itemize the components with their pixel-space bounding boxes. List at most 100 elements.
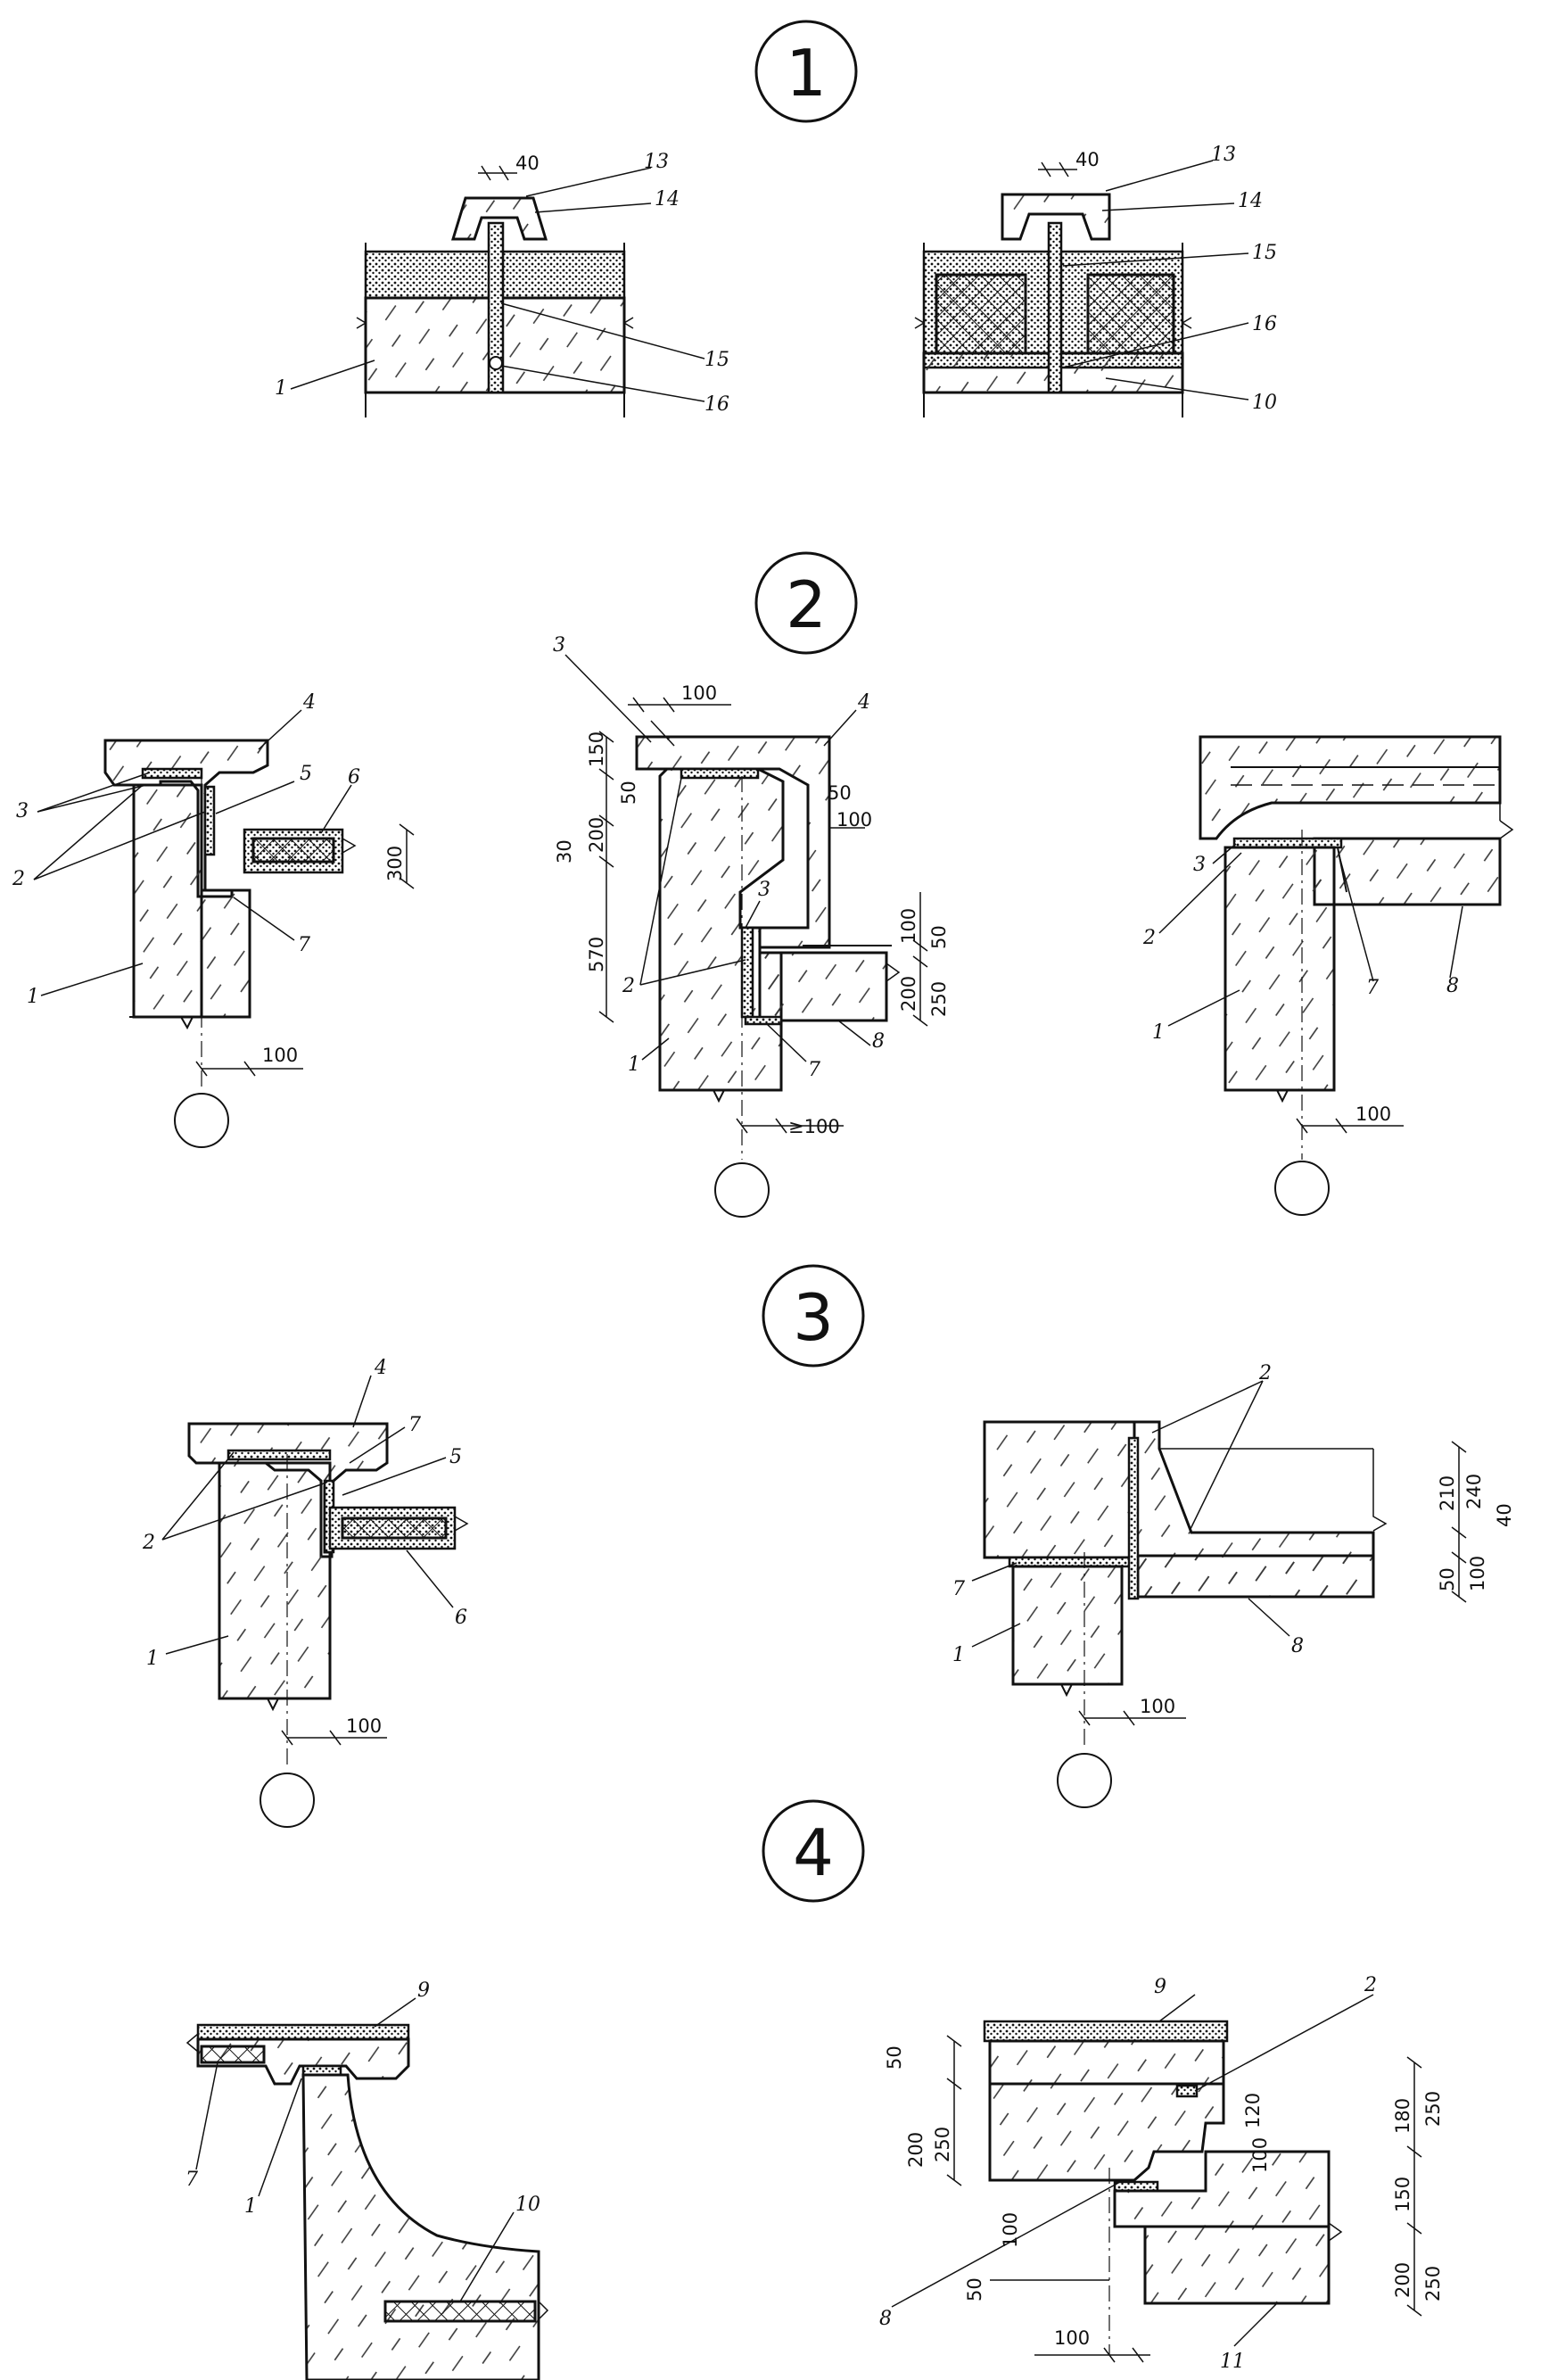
label-8: 8 xyxy=(872,1030,885,1053)
dim-40: 40 xyxy=(515,153,540,174)
label-2: 2 xyxy=(1364,1974,1377,1996)
label-3-top: 3 xyxy=(553,634,565,657)
label-8: 8 xyxy=(879,2308,892,2330)
dim-200-right: 200 xyxy=(1392,2262,1413,2298)
joint-seal xyxy=(487,221,505,394)
dim-100-right: 100 xyxy=(836,809,872,831)
label-4: 4 xyxy=(857,691,870,714)
section-3-marker: 3 xyxy=(762,1264,865,1368)
floor-slab xyxy=(758,951,888,1022)
section-3-number: 3 xyxy=(793,1280,834,1355)
label-7: 7 xyxy=(952,1578,965,1600)
mortar-bed xyxy=(680,767,760,780)
label-13: 13 xyxy=(1211,144,1236,166)
label-13: 13 xyxy=(644,151,669,173)
label-1: 1 xyxy=(1152,1021,1165,1044)
insulation-right xyxy=(1086,273,1175,355)
dim-100: 100 xyxy=(346,1715,382,1737)
dim-120: 120 xyxy=(1242,2093,1264,2128)
dim-200: 200 xyxy=(905,2132,927,2168)
detail-2-right: 100 3 2 1 7 8 xyxy=(1142,735,1514,1216)
dim-180: 180 xyxy=(1392,2098,1413,2134)
dim-50: 50 xyxy=(884,2045,905,2070)
dim-40: 40 xyxy=(1075,149,1100,170)
label-16: 16 xyxy=(704,393,729,416)
label-7: 7 xyxy=(808,1059,820,1081)
mortar-bed xyxy=(141,767,203,780)
section-4-number: 4 xyxy=(793,1815,834,1890)
label-6: 6 xyxy=(348,766,360,789)
lower-slab xyxy=(1143,2225,1331,2305)
vertical-seal xyxy=(740,926,754,1019)
dim-100: 100 xyxy=(1355,1103,1391,1125)
roof-beam xyxy=(1199,735,1502,840)
column-haunch xyxy=(301,2073,540,2380)
label-5: 5 xyxy=(449,1446,462,1468)
dim-250-side: 250 xyxy=(928,981,950,1017)
ledge xyxy=(1113,2150,1331,2228)
wall-insulation xyxy=(383,2300,537,2323)
label-1: 1 xyxy=(146,1648,159,1670)
dim-100-side: 100 xyxy=(898,908,919,944)
dim-100-vert: 100 xyxy=(1467,1556,1488,1591)
wall-inner xyxy=(132,783,203,1019)
insulation-left xyxy=(935,273,1027,355)
wall-outer xyxy=(200,888,251,1019)
mortar-bed xyxy=(227,1449,332,1461)
label-4: 4 xyxy=(374,1357,387,1379)
dim-570: 570 xyxy=(586,937,607,972)
dim-50-left: 50 xyxy=(964,2277,985,2301)
detail-4-left: 9 7 1 10 xyxy=(185,1979,549,2380)
joint-seal xyxy=(1047,221,1063,394)
dim-50: 50 xyxy=(1437,1567,1458,1591)
detail-1-left: 40 13 14 15 16 1 xyxy=(275,151,729,417)
label-11: 11 xyxy=(1220,2351,1245,2373)
label-3-mid: 3 xyxy=(758,879,770,901)
detail-2-middle: ≥100 100 150 50 200 30 570 50 100 100 50… xyxy=(553,634,950,1218)
label-7: 7 xyxy=(298,934,310,956)
section-1-marker: 1 xyxy=(754,20,858,123)
label-15: 15 xyxy=(704,349,729,371)
label-9: 9 xyxy=(417,1979,430,2002)
label-14: 14 xyxy=(655,188,680,211)
roof-slab xyxy=(988,2039,1225,2086)
dim-210: 210 xyxy=(1437,1475,1458,1511)
label-2: 2 xyxy=(622,975,635,997)
beam xyxy=(988,2082,1225,2182)
detail-2-left: 100 300 4 5 6 3 2 1 7 xyxy=(12,691,415,1148)
label-4: 4 xyxy=(302,691,316,714)
section-1-number: 1 xyxy=(786,36,827,111)
slab xyxy=(1313,837,1502,906)
vertical-seal xyxy=(1127,1436,1140,1600)
slab-insulation xyxy=(251,837,335,864)
dim-40: 40 xyxy=(1494,1503,1515,1527)
label-1: 1 xyxy=(628,1054,640,1076)
dim-240: 240 xyxy=(1463,1474,1485,1509)
label-10: 10 xyxy=(515,2194,540,2216)
ridge-cap xyxy=(450,196,548,241)
section-2-number: 2 xyxy=(786,567,827,642)
label-7: 7 xyxy=(185,2169,198,2191)
detail-3-left: 100 4 7 5 2 1 6 xyxy=(142,1357,469,1828)
dim-250-lower: 250 xyxy=(1422,2266,1444,2301)
wall xyxy=(1224,846,1336,1092)
label-1: 1 xyxy=(27,986,39,1008)
roof-sheet xyxy=(196,2023,410,2041)
ridge-cap xyxy=(1001,193,1111,241)
detail-3-right: 100 210 240 40 50 100 2 7 1 8 xyxy=(952,1362,1515,1808)
label-2: 2 xyxy=(1142,927,1156,949)
label-2: 2 xyxy=(12,868,25,890)
dim-150: 150 xyxy=(586,731,607,767)
detail-4-right: 100 50 200 250 120 100 180 250 150 200 2… xyxy=(879,1974,1444,2373)
dim-30: 30 xyxy=(554,839,575,864)
dim-300: 300 xyxy=(384,846,406,881)
section-2-marker: 2 xyxy=(754,551,858,655)
wall xyxy=(218,1461,332,1700)
dim-50: 50 xyxy=(618,781,639,805)
label-9: 9 xyxy=(1154,1976,1166,1998)
label-10: 10 xyxy=(1252,392,1277,414)
label-6: 6 xyxy=(455,1607,467,1629)
label-3: 3 xyxy=(1193,854,1206,876)
dim-50-side: 50 xyxy=(928,925,950,949)
